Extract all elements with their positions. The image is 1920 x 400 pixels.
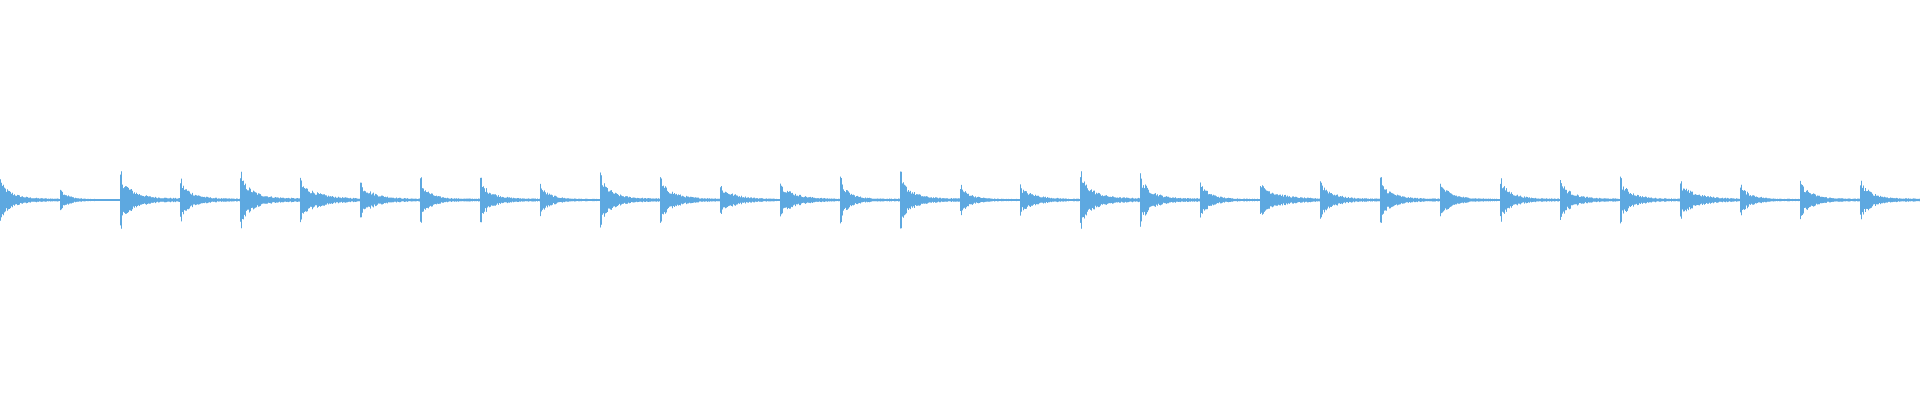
waveform-samples — [0, 171, 1920, 229]
waveform-path — [0, 171, 1920, 229]
